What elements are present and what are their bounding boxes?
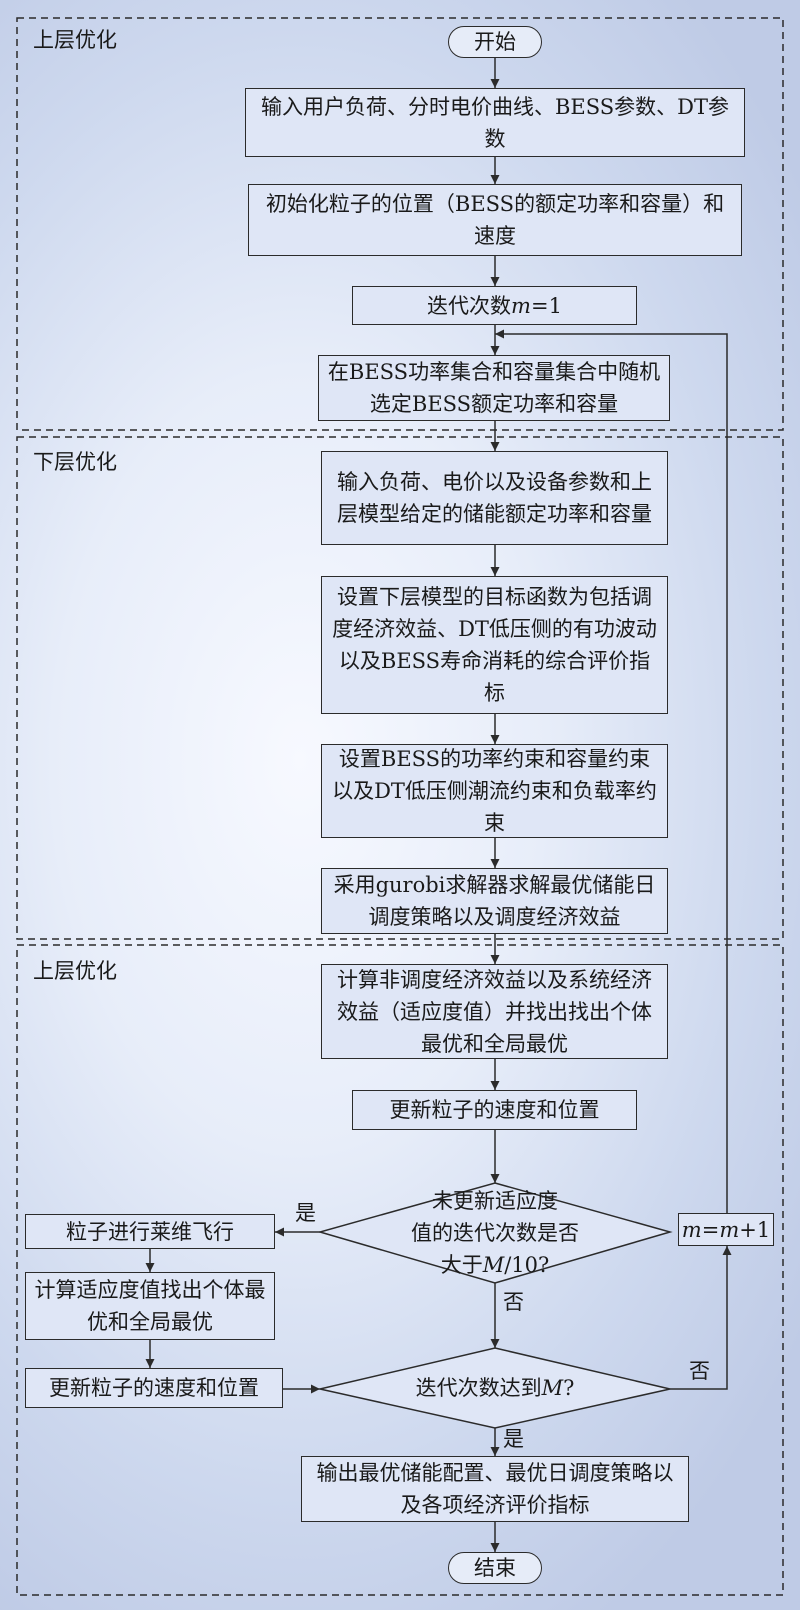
- decision-stagnation: 未更新适应度 值的迭代次数是否 大于M/10?: [385, 1183, 605, 1283]
- edge-label-yes-output: 是: [503, 1427, 524, 1451]
- decision-stagnation-line2: 值的迭代次数是否: [411, 1221, 579, 1245]
- decision-stagnation-line1: 未更新适应度: [432, 1189, 558, 1213]
- update-velocity-box: 更新粒子的速度和位置: [352, 1090, 637, 1130]
- arrow-maxiter-no-to-increment: [670, 1246, 732, 1390]
- increment-var1: m: [681, 1217, 702, 1242]
- edge-label-yes-levy: 是: [295, 1201, 316, 1225]
- output-box: 输出最优储能配置、最优日调度策略以及各项经济评价指标: [301, 1456, 689, 1522]
- init-particles-box: 初始化粒子的位置（BESS的额定功率和容量）和速度: [248, 184, 742, 256]
- iteration-init-var: m: [511, 293, 531, 318]
- gurobi-solver-box: 采用gurobi求解器求解最优储能日调度策略以及调度经济效益: [321, 868, 668, 934]
- compute-fitness-box: 计算非调度经济效益以及系统经济效益（适应度值）并找出找出个体最优和全局最优: [321, 964, 668, 1059]
- section-title-upper-1: 上层优化: [33, 28, 117, 52]
- decision-stagnation-line3-var: M: [482, 1253, 505, 1277]
- decision-stagnation-line3-suffix: /10?: [504, 1253, 550, 1277]
- increment-eq: =: [701, 1217, 720, 1242]
- decision-stagnation-line3: 大于M/10?: [411, 1249, 579, 1281]
- lower-constraints-box: 设置BESS的功率约束和容量约束以及DT低压侧潮流约束和负载率约束: [321, 744, 668, 838]
- lower-input-box: 输入负荷、电价以及设备参数和上层模型给定的储能额定功率和容量: [321, 451, 668, 545]
- start-terminal: 开始: [448, 26, 542, 58]
- random-select-box: 在BESS功率集合和容量集合中随机选定BESS额定功率和容量: [318, 355, 670, 421]
- iteration-increment-box: m=m+1: [678, 1213, 774, 1246]
- upper-optimization-frame-1: [16, 17, 784, 431]
- input-params-box: 输入用户负荷、分时电价曲线、BESS参数、DT参数: [245, 88, 745, 157]
- edge-label-no-maxiter: 否: [689, 1359, 710, 1383]
- decision-stagnation-line3-prefix: 大于: [440, 1253, 483, 1277]
- iteration-init-suffix: =1: [530, 293, 562, 318]
- levy-flight-box: 粒子进行莱维飞行: [25, 1214, 275, 1249]
- section-title-upper-2: 上层优化: [33, 959, 117, 983]
- arrow-increment-loop-back: [495, 329, 728, 1213]
- decision-max-iter-suffix: ?: [563, 1376, 575, 1400]
- compute-fitness-2-box: 计算适应度值找出个体最优和全局最优: [25, 1272, 275, 1340]
- end-terminal: 结束: [448, 1552, 542, 1584]
- decision-max-iter-var: M: [541, 1376, 564, 1400]
- lower-objective-box: 设置下层模型的目标函数为包括调度经济效益、DT低压侧的有功波动以及BESS寿命消…: [321, 576, 668, 714]
- update-velocity-2-box: 更新粒子的速度和位置: [25, 1368, 283, 1408]
- iteration-init-prefix: 迭代次数: [427, 293, 512, 318]
- lower-optimization-frame: [16, 436, 784, 940]
- section-title-lower: 下层优化: [33, 450, 117, 474]
- edge-label-no-stagnation: 否: [503, 1290, 524, 1314]
- increment-suffix: +1: [739, 1217, 771, 1242]
- decision-max-iter-prefix: 迭代次数达到: [415, 1376, 542, 1400]
- increment-var2: m: [719, 1217, 740, 1242]
